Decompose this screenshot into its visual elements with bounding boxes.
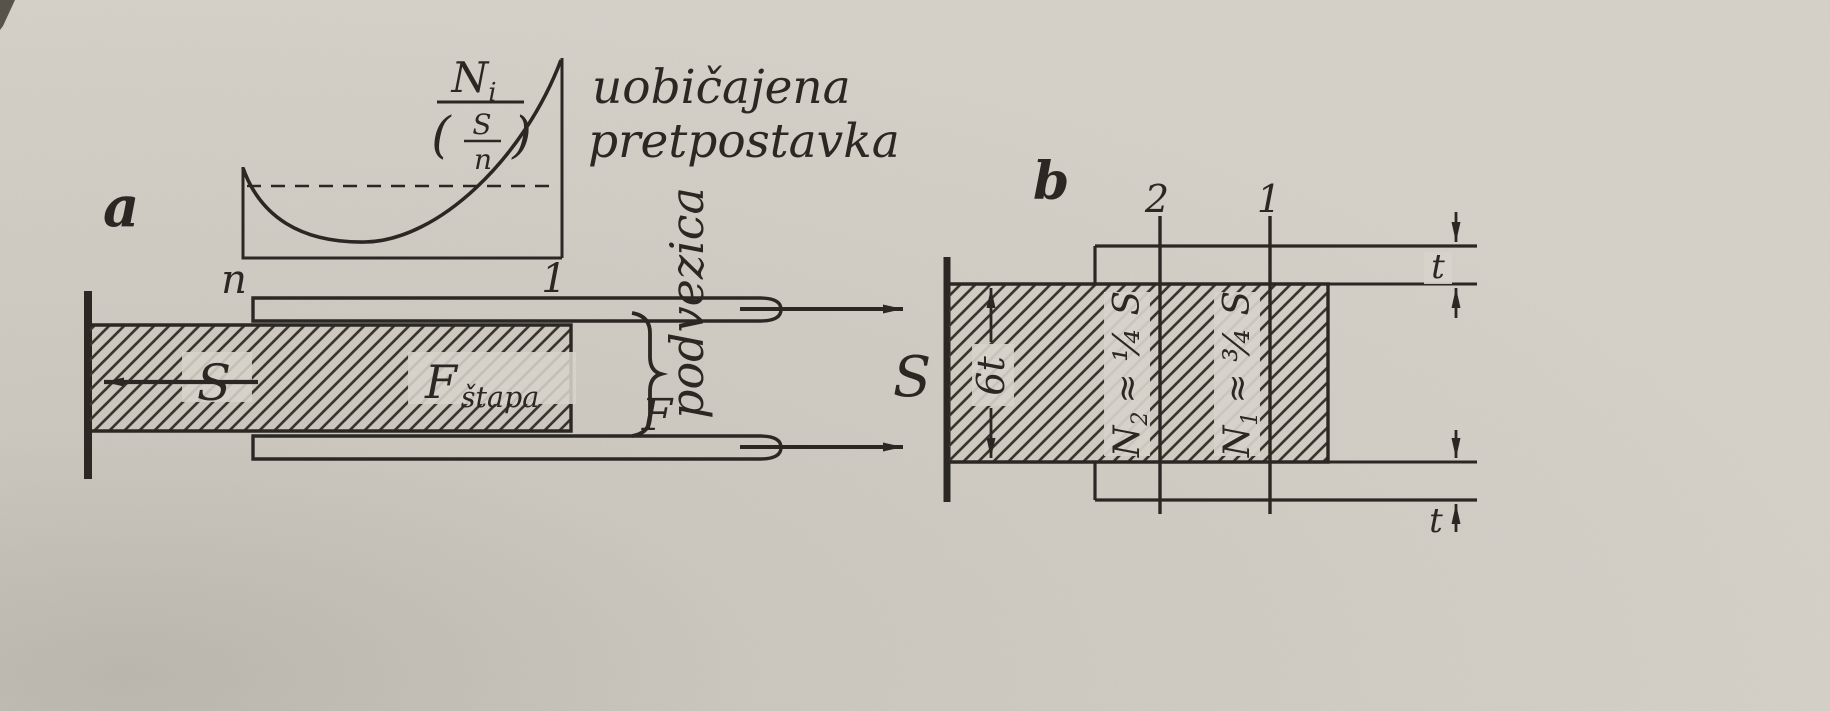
plate-thickness-label: 6t bbox=[969, 356, 1013, 396]
plot-x-left-label: n bbox=[221, 257, 247, 303]
main-plate bbox=[947, 282, 1330, 464]
inner-force-label: S bbox=[197, 354, 231, 412]
fraction-numerator: Ni bbox=[450, 53, 496, 108]
strap-thickness-dimension-top: t bbox=[1424, 212, 1461, 318]
section-2-label: 2 bbox=[1144, 177, 1169, 221]
assumption-plot: Ni ( S n ) n 1 bbox=[221, 53, 567, 303]
plot-ordinate-fraction: Ni ( S n ) bbox=[431, 53, 532, 176]
figure-b: b 2 1 6t N bbox=[943, 151, 1477, 541]
thickness-label-backing bbox=[972, 344, 1014, 406]
plot-left-axis-and-baseline bbox=[241, 167, 562, 260]
note-line-2: pretpostavka bbox=[588, 114, 900, 169]
n2-force-label: N2≈ ¼ S bbox=[1107, 291, 1153, 458]
fraction-den-open-paren: ( bbox=[431, 106, 452, 164]
plate-thickness-dimension: 6t bbox=[969, 288, 1014, 458]
scan-corner-mark bbox=[0, 0, 15, 30]
strap-thickness-dimension-bottom: t bbox=[1429, 430, 1461, 541]
strap-label-rotated: podvezica bbox=[660, 187, 714, 419]
note-line-1: uobičajena bbox=[592, 60, 851, 115]
n1-force-label: N1≈ ¾ S bbox=[1217, 291, 1263, 458]
t-top-label: t bbox=[1431, 247, 1445, 287]
n2-label-band bbox=[1104, 292, 1150, 456]
plate-outline bbox=[947, 282, 1330, 464]
outer-force-label: S bbox=[893, 345, 931, 410]
strap-force-brace bbox=[631, 311, 669, 438]
inner-force-backing bbox=[182, 352, 252, 402]
t-top-backing bbox=[1424, 252, 1452, 284]
figure-a-label: a bbox=[103, 174, 139, 240]
strap-force-callout: F podvezica bbox=[631, 187, 714, 441]
assumption-note: uobičajena pretpostavka bbox=[588, 60, 900, 169]
splice-straps bbox=[251, 296, 903, 461]
fraction-den-bottom: n bbox=[474, 143, 492, 176]
section-1-label: 1 bbox=[1257, 177, 1281, 221]
plot-x-right-label: 1 bbox=[541, 256, 566, 302]
figure-b-label: b bbox=[1033, 151, 1069, 212]
t-bottom-label: t bbox=[1429, 501, 1443, 541]
figure-a: a Ni ( S n ) n 1 uobičajena pretpostavka bbox=[84, 53, 931, 479]
n1-label-band bbox=[1214, 292, 1260, 456]
plot-load-curve bbox=[241, 59, 563, 244]
strap-force-symbol: F bbox=[641, 390, 674, 441]
bar-force-backing bbox=[408, 352, 576, 404]
fraction-den-close-paren: ) bbox=[511, 106, 532, 164]
fraction-den-top: S bbox=[472, 108, 491, 141]
